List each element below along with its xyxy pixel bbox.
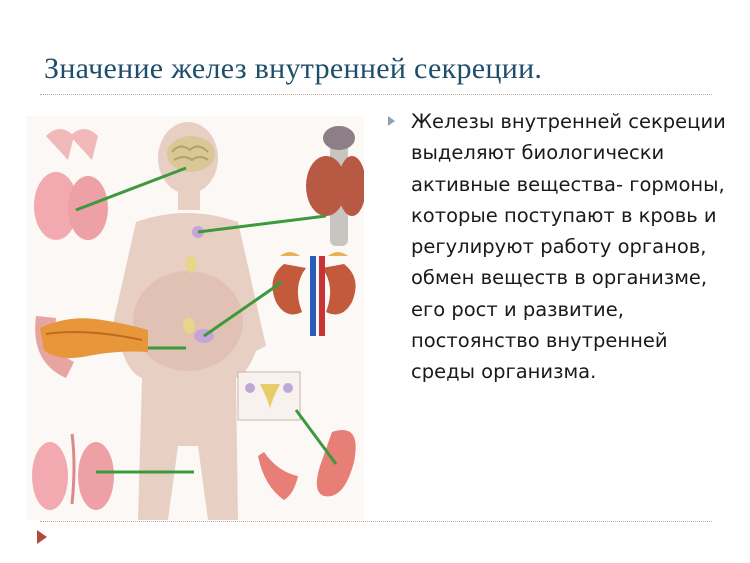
bullet-arrow-icon [388,116,395,126]
footer-divider [40,521,712,522]
bullet-text: Железы внутренней секреции выделяют биол… [411,110,726,384]
slide-nav-arrow-icon [37,530,47,544]
thyroid-icon [306,126,364,246]
testes-icon [34,129,108,240]
connector-lines [75,166,338,474]
kidneys-adrenal-icon [272,252,356,336]
slide-title: Значение желез внутренней секреции. [44,52,543,85]
testes-bottom-icon [32,433,114,510]
bullet-list: Железы внутренней секреции выделяют биол… [388,106,728,388]
pancreas-icon [35,316,148,378]
ovaries-uterus-icon [237,371,356,500]
brain-icon [167,136,215,172]
title-divider [40,94,712,95]
endocrine-illustration [26,116,364,520]
